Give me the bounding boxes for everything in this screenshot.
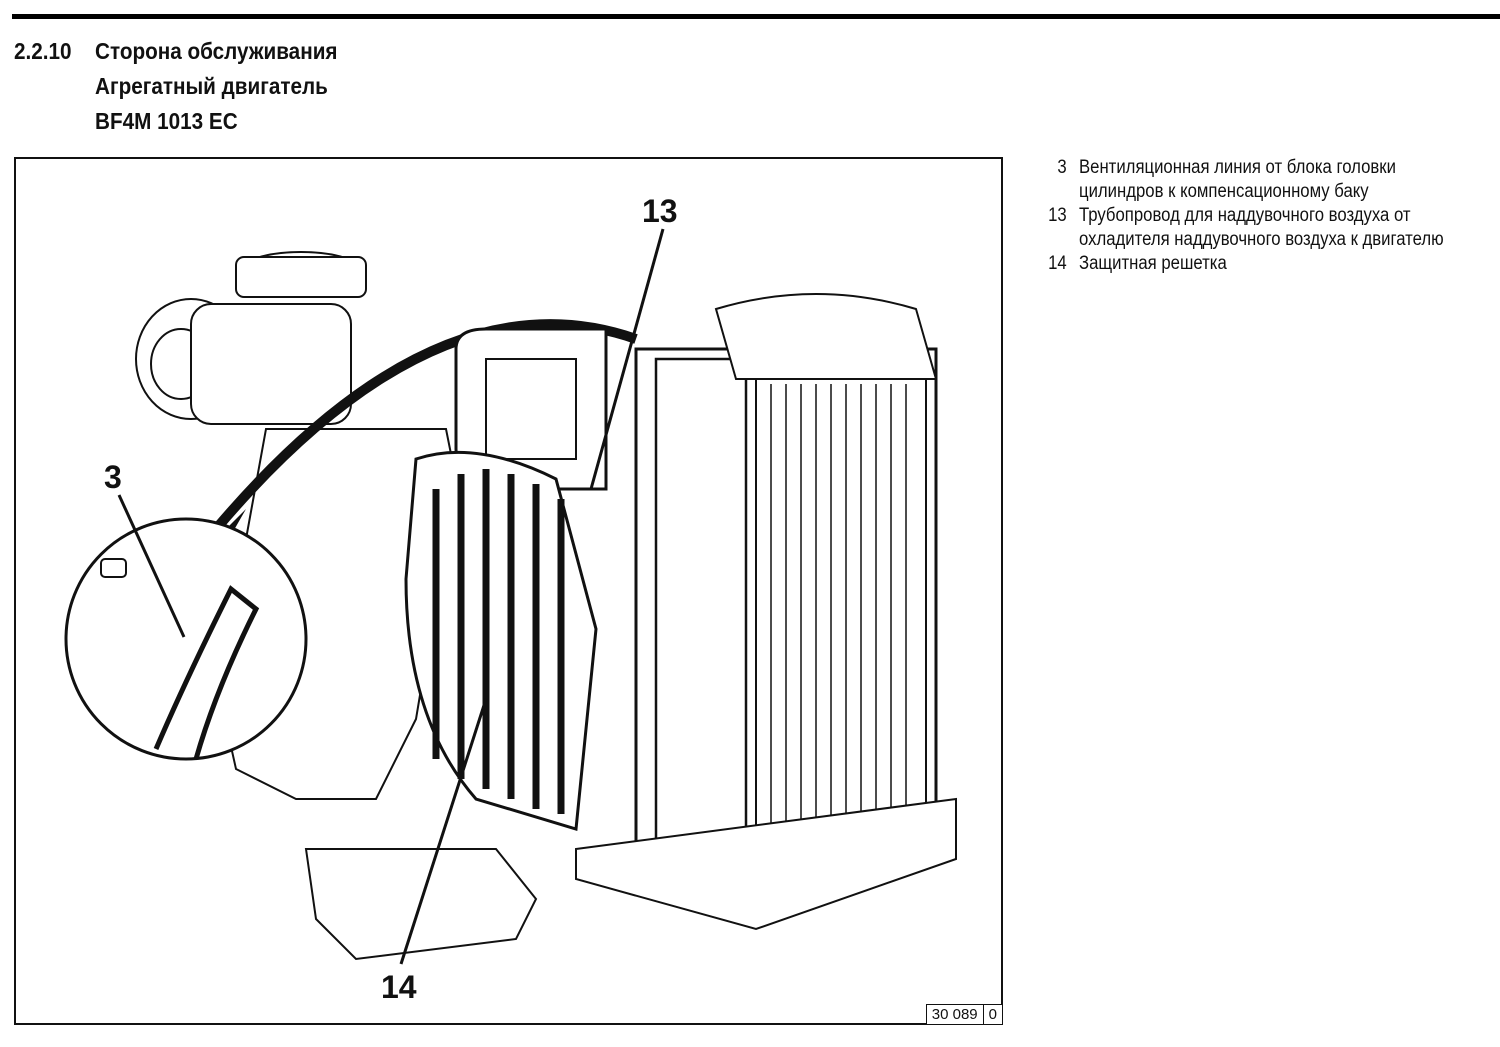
legend-text: Трубопровод для наддувочного воздуха от … <box>1079 205 1444 250</box>
legend-item: 14 Защитная решетка <box>1035 252 1444 276</box>
callout-14: 14 <box>381 969 417 1005</box>
section-heading: 2.2.10 Сторона обслуживания Агрегатный дв… <box>14 34 338 139</box>
engine-figure: 3 13 14 30 089 0 <box>14 157 1003 1025</box>
section-number: 2.2.10 <box>14 38 72 64</box>
legend-number: 14 <box>1048 253 1067 274</box>
engine-illustration <box>64 228 957 965</box>
engine-model: BF4M 1013 EC <box>95 108 238 134</box>
legend-number: 3 <box>1057 157 1067 178</box>
figure-number: 30 089 <box>931 1006 978 1023</box>
legend-item: 13 Трубопровод для наддувочного воздуха … <box>1035 204 1444 252</box>
callout-13: 13 <box>642 193 678 229</box>
section-title: Сторона обслуживания <box>95 38 338 64</box>
legend: 3 Вентиляционная линия от блока головки … <box>1035 156 1444 276</box>
callout-3: 3 <box>104 459 122 495</box>
section-subtitle: Агрегатный двигатель <box>95 73 328 99</box>
legend-item: 3 Вентиляционная линия от блока головки … <box>1035 156 1444 204</box>
figure-code: 30 089 0 <box>925 1004 1003 1025</box>
legend-number: 13 <box>1048 205 1067 226</box>
top-rule <box>12 14 1500 19</box>
legend-text: Защитная решетка <box>1079 253 1227 274</box>
figure-revision: 0 <box>982 1005 1002 1024</box>
legend-text: Вентиляционная линия от блока головки ци… <box>1079 157 1396 202</box>
